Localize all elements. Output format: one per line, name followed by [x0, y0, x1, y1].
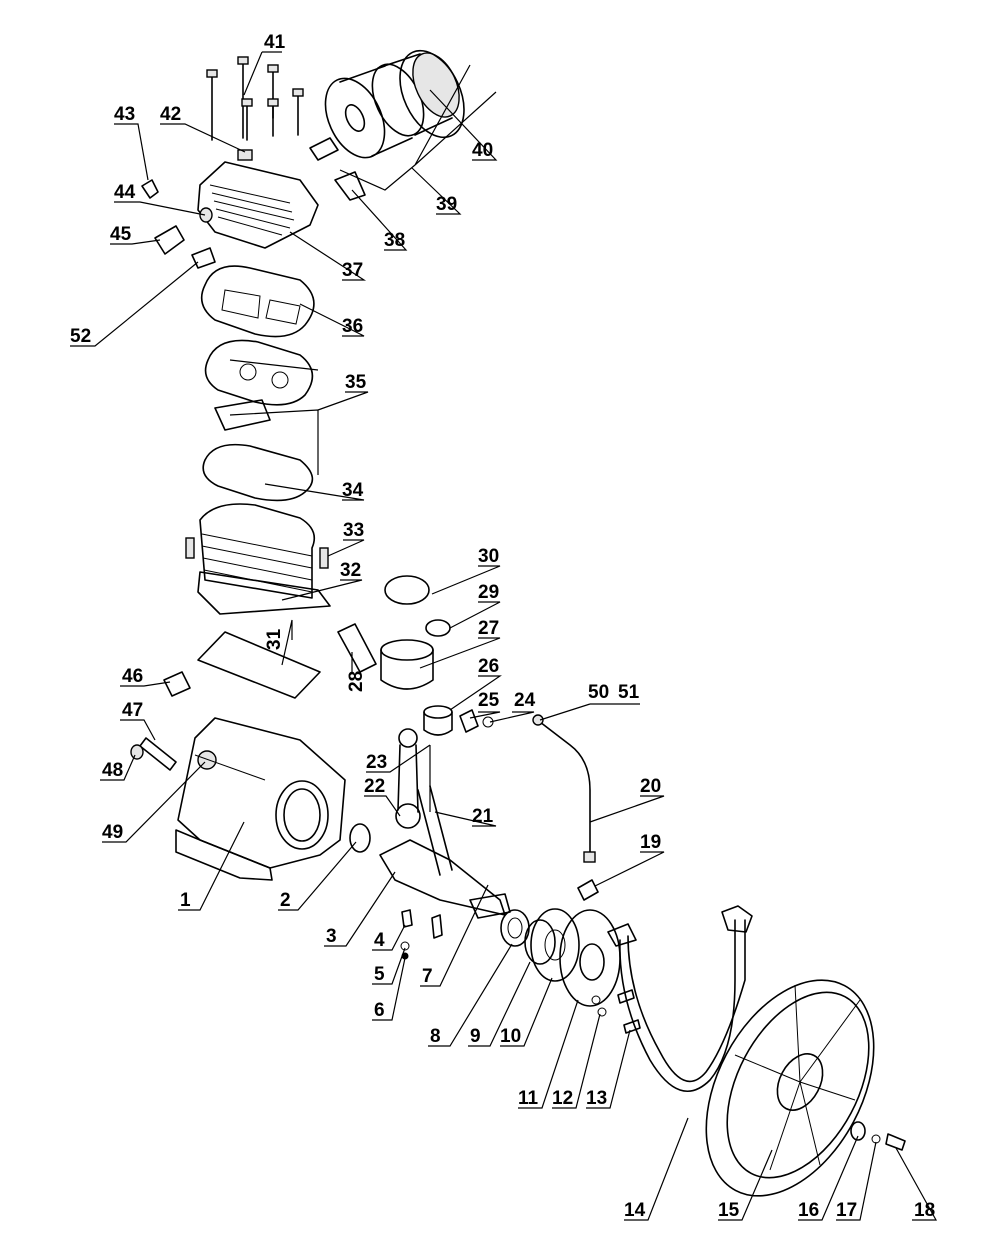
wrist-pin: [337, 623, 377, 673]
label-20: 20: [640, 776, 661, 797]
crankcase: [175, 717, 346, 881]
label-29: 29: [478, 582, 499, 603]
circlip: [482, 716, 494, 728]
breather-cap: [163, 671, 191, 697]
valve-fitting: [141, 179, 159, 199]
label-7: 7: [422, 966, 433, 987]
label-34: 34: [342, 480, 364, 501]
label-5: 5: [374, 964, 385, 985]
small-piston: [423, 705, 453, 736]
label-51: 51: [618, 682, 640, 703]
label-18: 18: [914, 1200, 935, 1221]
label-6: 6: [374, 1000, 385, 1021]
connector-fitting: [191, 247, 216, 269]
label-38: 38: [384, 230, 405, 251]
intake-elbow: [334, 171, 366, 201]
label-1: 1: [180, 890, 191, 911]
label-4: 4: [374, 930, 385, 951]
label-9: 9: [470, 1026, 481, 1047]
crankshaft: [379, 839, 511, 919]
port-fitting: [199, 207, 213, 223]
label-37: 37: [342, 260, 363, 281]
label-3: 3: [326, 926, 337, 947]
cylinder: [185, 503, 331, 615]
label-11: 11: [518, 1088, 539, 1109]
end-cover: [559, 909, 621, 1007]
label-44: 44: [114, 182, 136, 203]
small-pin: [459, 709, 479, 733]
discharge-tube: [619, 919, 736, 1092]
cylinder-gasket: [197, 631, 321, 699]
label-39: 39: [436, 194, 457, 215]
label-47: 47: [122, 700, 143, 721]
label-50: 50: [588, 682, 609, 703]
elbow-fitting: [154, 225, 185, 255]
label-26: 26: [478, 656, 499, 677]
breather-tube: [539, 721, 591, 856]
plug: [130, 744, 144, 760]
connecting-rods: [395, 728, 453, 876]
label-21: 21: [472, 806, 494, 827]
label-48: 48: [102, 760, 123, 781]
label-24: 24: [514, 690, 536, 711]
label-52: 52: [70, 326, 91, 347]
label-42: 42: [160, 104, 181, 125]
flywheel-bolt: [885, 1133, 906, 1151]
label-30: 30: [478, 546, 499, 567]
bearing-cover: [530, 908, 580, 982]
label-22: 22: [364, 776, 385, 797]
label-32: 32: [340, 560, 361, 581]
label-19: 19: [640, 832, 661, 853]
label-14: 14: [624, 1200, 646, 1221]
head-bolts: [206, 56, 304, 141]
flywheel-washer: [850, 1121, 866, 1141]
head-gasket: [200, 265, 315, 338]
label-13: 13: [586, 1088, 607, 1109]
label-45: 45: [110, 224, 132, 245]
label-25: 25: [478, 690, 500, 711]
label-46: 46: [122, 666, 143, 687]
label-8: 8: [430, 1026, 441, 1047]
main-bearing: [349, 823, 371, 853]
label-15: 15: [718, 1200, 740, 1221]
label-10: 10: [500, 1026, 521, 1047]
label-36: 36: [342, 316, 363, 337]
oil-seal: [524, 919, 556, 965]
label-28: 28: [346, 671, 367, 692]
cylinder-head: [197, 149, 319, 249]
washer: [400, 941, 410, 951]
label-33: 33: [343, 520, 364, 541]
label-43: 43: [114, 104, 135, 125]
piston-ring-large: [384, 575, 430, 605]
tube-fitting: [577, 879, 599, 901]
air-filter: [309, 49, 465, 161]
label-2: 2: [280, 890, 291, 911]
dipper-screw: [401, 909, 413, 928]
flywheel: [705, 979, 875, 1197]
piston-ring-small: [425, 619, 451, 637]
label-17: 17: [836, 1200, 857, 1221]
dipper: [431, 914, 443, 939]
label-31: 31: [264, 628, 285, 650]
label-16: 16: [798, 1200, 819, 1221]
label-40: 40: [472, 140, 493, 161]
label-23: 23: [366, 752, 387, 773]
tube-nut: [532, 714, 544, 726]
lock-washer: [871, 1134, 881, 1144]
callout-labels: 41 42 43 44 45 52 40 39 38 37 36 35: [70, 32, 938, 1221]
cover-bolts: [591, 989, 641, 1034]
label-35: 35: [345, 372, 367, 393]
label-41: 41: [264, 32, 286, 53]
valve-plate-assembly: [202, 339, 314, 502]
label-49: 49: [102, 822, 123, 843]
piston: [380, 639, 434, 690]
label-27: 27: [478, 618, 499, 639]
label-12: 12: [552, 1088, 573, 1109]
dipstick-tube: [139, 737, 177, 771]
